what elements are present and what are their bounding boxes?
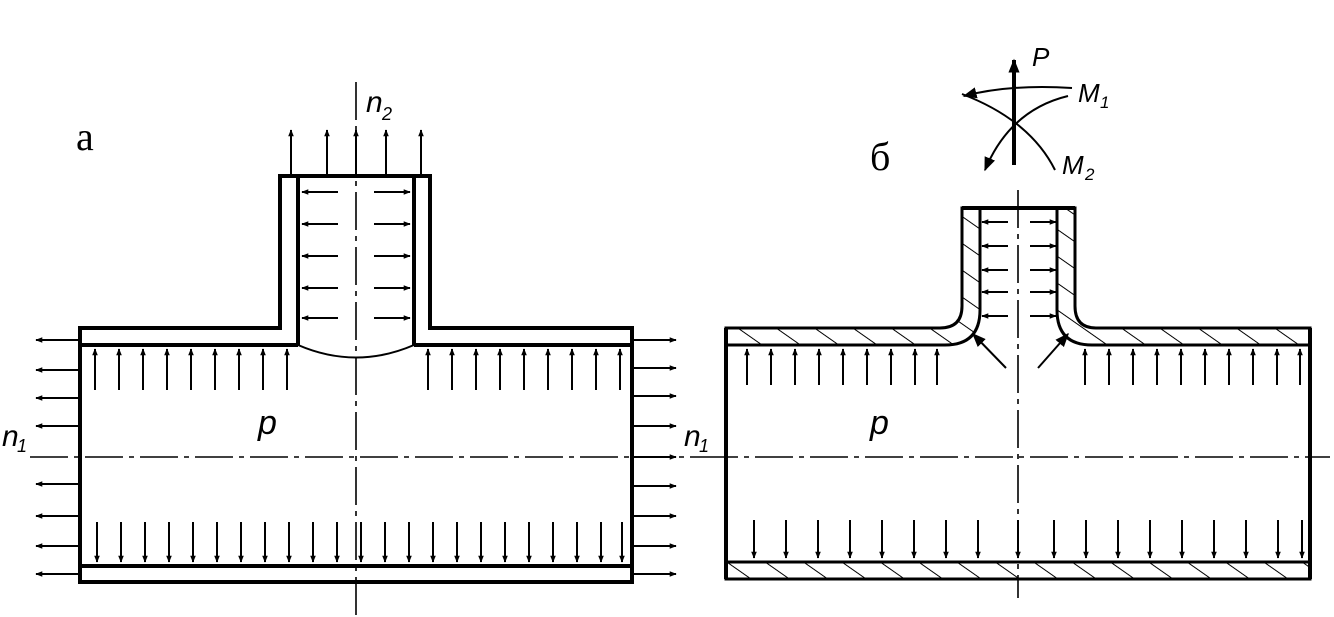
panel-a-label: а	[76, 114, 94, 159]
svg-text:n: n	[684, 420, 701, 453]
svg-text:1: 1	[1100, 93, 1109, 112]
panel-a-n2-label: n 2	[366, 86, 392, 124]
svg-text:n: n	[2, 420, 19, 453]
panel-a-branch-pressure-arrows	[301, 189, 411, 321]
panel-a-n1-right-arrows	[632, 337, 677, 577]
panel-b-m1-label: M 1	[1078, 78, 1109, 112]
panel-b-moment-m2-arrow	[984, 95, 1069, 172]
panel-a-n2-arrows	[288, 129, 424, 176]
panel-b-top-pressure-arrows	[744, 348, 1303, 385]
panel-a-bottom-pressure-arrows	[94, 522, 625, 563]
panel-b-bottom-pressure-arrows	[751, 520, 1305, 559]
svg-text:2: 2	[381, 104, 392, 124]
panel-a-n1-right-label: n 1	[684, 420, 709, 456]
panel-b: б	[700, 42, 1330, 598]
svg-text:1: 1	[17, 436, 27, 456]
panel-b-moment-m1-lower	[961, 93, 1056, 171]
panel-a-top-pressure-arrows	[92, 348, 623, 390]
svg-text:2: 2	[1084, 165, 1095, 184]
svg-text:M: M	[1062, 150, 1084, 180]
panel-b-pressure-label: p	[869, 404, 889, 442]
panel-a: а n 2	[2, 82, 709, 615]
panel-b-hatched-wall-top-left	[724, 206, 982, 347]
panel-a-n1-left-label: n 1	[2, 420, 27, 456]
svg-text:M: M	[1078, 78, 1100, 108]
panel-b-m2-label: M 2	[1062, 150, 1095, 184]
panel-b-label: б	[870, 134, 890, 179]
panel-b-force-p-label: P	[1032, 42, 1050, 72]
panel-b-branch-pressure-arrows	[981, 219, 1057, 319]
panel-a-pressure-label: p	[257, 404, 277, 442]
svg-text:1: 1	[699, 436, 709, 456]
panel-b-moment-m1-arrow	[962, 86, 1073, 99]
panel-b-corner-pressure-arrows	[972, 332, 1069, 369]
panel-a-outer-contour	[78, 174, 634, 584]
panel-a-n1-left-arrows	[35, 337, 80, 577]
svg-text:n: n	[366, 86, 383, 119]
panel-b-hatched-wall-top-right	[1055, 206, 1312, 347]
